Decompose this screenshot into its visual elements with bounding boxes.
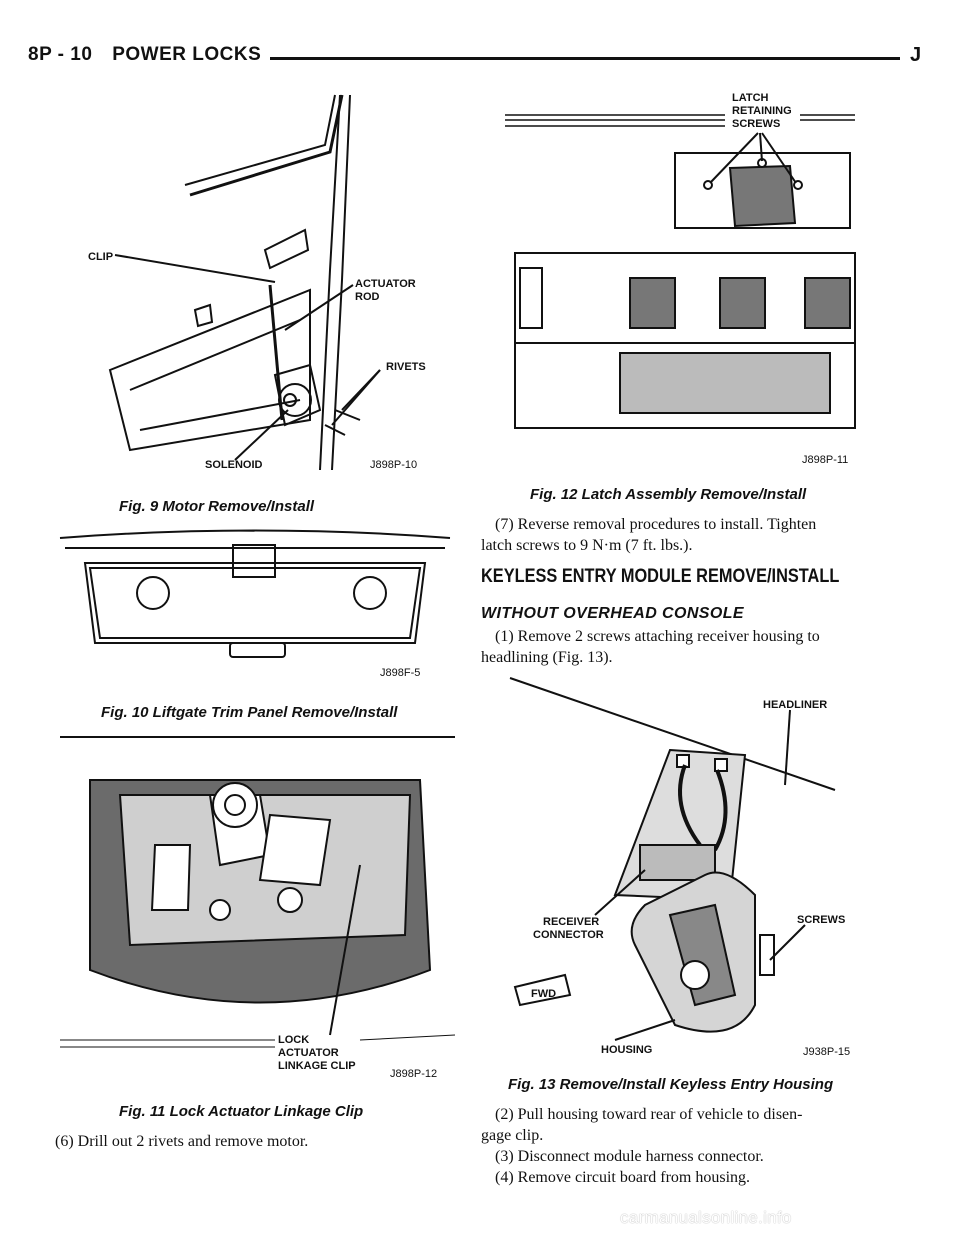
fig10-code: J898F-5 (380, 667, 420, 679)
fig12-caption: Fig. 12 Latch Assembly Remove/Install (530, 486, 807, 503)
fig13-label-receiver: RECEIVER (543, 916, 599, 928)
step-7-line-2: latch screws to 9 N·m (7 ft. lbs.). (481, 537, 693, 554)
fig13-label-housing: HOUSING (601, 1044, 652, 1056)
fig9-code: J898P-10 (370, 459, 417, 471)
subsection-title: WITHOUT OVERHEAD CONSOLE (481, 605, 744, 622)
fig13-label-headliner: HEADLINER (763, 699, 827, 711)
section-title: KEYLESS ENTRY MODULE REMOVE/INSTALL (481, 566, 840, 587)
fig9-label-clip: CLIP (88, 251, 113, 263)
watermark: carmanualsonline.info (620, 1208, 792, 1227)
fig9-label-rivets: RIVETS (386, 361, 426, 373)
fig9-label-actuator: ACTUATOR (355, 278, 416, 290)
fig9-label-solenoid: SOLENOID (205, 459, 263, 471)
fig13-label-connector: CONNECTOR (533, 929, 604, 941)
fig12-label-retaining: RETAINING (732, 105, 792, 117)
fig12-label-screws: SCREWS (732, 118, 780, 130)
fig11-illustration: LOCK ACTUATOR LINKAGE CLIP J898P-12 (60, 736, 455, 1080)
fig9-illustration: CLIP ACTUATOR ROD RIVETS SOLENOID J898P-… (88, 94, 426, 471)
fig11-label-lock: LOCK (278, 1034, 309, 1046)
fig9-label-rod: ROD (355, 291, 380, 303)
keyless-step-2-line-1: (2) Pull housing toward rear of vehicle … (495, 1106, 803, 1123)
keyless-step-4: (4) Remove circuit board from housing. (495, 1169, 751, 1186)
fig10-caption: Fig. 10 Liftgate Trim Panel Remove/Insta… (101, 704, 398, 721)
keyless-step-3: (3) Disconnect module harness connector. (495, 1148, 764, 1165)
keyless-step-2-line-2: gage clip. (481, 1127, 544, 1144)
section-name: POWER LOCKS (112, 44, 262, 65)
step-7-line-1: (7) Reverse removal procedures to instal… (495, 516, 817, 533)
fig12-label-latch: LATCH (732, 92, 769, 104)
fig12-illustration: LATCH RETAINING SCREWS J898P-11 (505, 92, 856, 466)
fig13-label-fwd: FWD (531, 988, 556, 1000)
fig13-caption: Fig. 13 Remove/Install Keyless Entry Hou… (508, 1076, 834, 1093)
page-header: 8P - 10 POWER LOCKS (28, 44, 275, 66)
fig11-label-actuator: ACTUATOR (278, 1047, 339, 1059)
fig11-label-linkage: LINKAGE CLIP (278, 1060, 356, 1072)
fig12-code: J898P-11 (802, 454, 848, 466)
keyless-step-1-line-1: (1) Remove 2 screws attaching receiver h… (495, 628, 820, 645)
page-number: 8P - 10 (28, 44, 93, 65)
fig13-illustration: HEADLINER RECEIVER CONNECTOR SCREWS HOUS… (509, 677, 850, 1058)
fig13-code: J938P-15 (803, 1046, 850, 1058)
keyless-step-1-line-2: headlining (Fig. 13). (481, 649, 613, 666)
fig11-caption: Fig. 11 Lock Actuator Linkage Clip (119, 1103, 364, 1120)
fig11-code: J898P-12 (390, 1068, 437, 1080)
model-code: J (910, 44, 922, 66)
step-6: (6) Drill out 2 rivets and remove motor. (55, 1133, 309, 1150)
header-rule (270, 57, 900, 60)
fig9-caption: Fig. 9 Motor Remove/Install (119, 498, 315, 515)
fig10-illustration: J898F-5 (59, 529, 451, 679)
fig13-label-screws: SCREWS (797, 914, 845, 926)
